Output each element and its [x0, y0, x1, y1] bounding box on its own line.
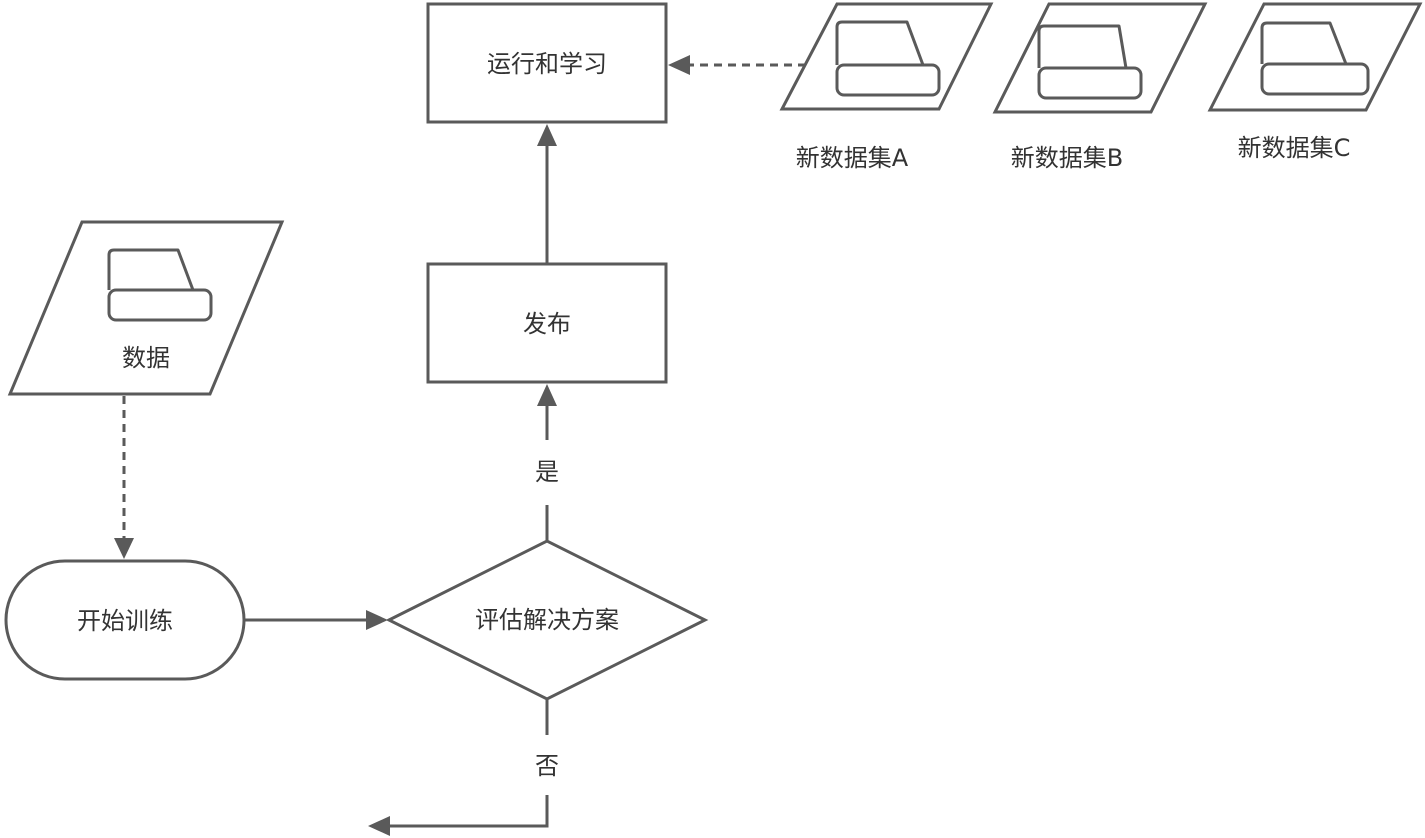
dataset-a-storage-icon — [835, 20, 941, 97]
dataset-to-run-arrowhead — [668, 55, 690, 75]
data-storage-icon — [107, 248, 213, 322]
start-training-label: 开始训练 — [77, 607, 173, 635]
dataset-a-shape[interactable] — [779, 2, 994, 111]
run-learn-box[interactable] — [426, 2, 668, 124]
run-learn-label: 运行和学习 — [487, 50, 607, 78]
start-to-evaluate-arrowhead — [366, 610, 388, 630]
publish-box[interactable] — [426, 262, 668, 384]
no-arrowhead — [368, 816, 390, 836]
no-edge-label: 否 — [535, 752, 559, 780]
publish-to-run-arrowhead — [537, 124, 557, 146]
yes-arrowhead — [537, 384, 557, 406]
dataset-c-label: 新数据集C — [1237, 134, 1351, 162]
dataset-c-storage-icon — [1260, 21, 1370, 96]
no-connector-lower — [390, 795, 549, 828]
dataset-b-shape[interactable] — [992, 2, 1208, 114]
data-parallelogram[interactable] — [7, 220, 285, 396]
data-to-start-arrowhead — [114, 538, 134, 559]
dataset-a-label: 新数据集A — [795, 144, 909, 172]
dataset-c-shape[interactable] — [1207, 2, 1423, 112]
publish-label: 发布 — [523, 310, 571, 338]
evaluate-label: 评估解决方案 — [475, 606, 619, 634]
evaluate-decision-diamond[interactable] — [385, 539, 709, 701]
data-label: 数据 — [122, 344, 170, 372]
dataset-b-storage-icon — [1037, 24, 1143, 100]
start-training-terminator[interactable] — [4, 559, 246, 681]
dataset-b-label: 新数据集B — [1010, 144, 1124, 172]
yes-edge-label: 是 — [535, 458, 559, 486]
